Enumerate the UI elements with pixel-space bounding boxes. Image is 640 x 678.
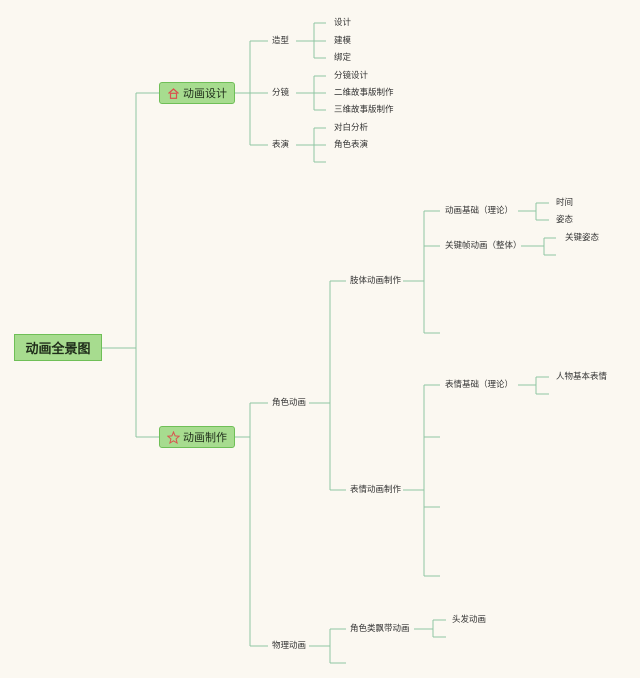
leaf-2d-storyboard[interactable]: 二维故事版制作 (334, 88, 394, 98)
leaf-basic-expressions[interactable]: 人物基本表情 (556, 372, 608, 382)
animation-design-label: 动画设计 (183, 87, 227, 100)
leaf-hair-animation[interactable]: 头发动画 (452, 615, 487, 625)
leaf-dialogue-analysis[interactable]: 对白分析 (334, 123, 369, 133)
leaf-storyboard-design[interactable]: 分镜设计 (334, 71, 369, 81)
node-modeling[interactable]: 造型 (272, 36, 290, 46)
star-icon (167, 430, 180, 444)
leaf-pose[interactable]: 姿态 (556, 215, 574, 225)
node-animation-design[interactable]: 动画设计 (159, 82, 235, 104)
leaf-3d-storyboard[interactable]: 三维故事版制作 (334, 105, 394, 115)
node-body-animation[interactable]: 肢体动画制作 (350, 276, 402, 286)
leaf-key-pose[interactable]: 关键姿态 (565, 233, 600, 243)
leaf-model-build[interactable]: 建模 (334, 36, 352, 46)
node-acting[interactable]: 表演 (272, 140, 290, 150)
node-character-animation[interactable]: 角色动画 (272, 398, 307, 408)
leaf-timing[interactable]: 时间 (556, 198, 574, 208)
node-attached-animation[interactable]: 角色类飘带动画 (350, 624, 410, 634)
node-facial-animation[interactable]: 表情动画制作 (350, 485, 402, 495)
node-body-basics[interactable]: 动画基础（理论） (445, 206, 514, 216)
animation-production-label: 动画制作 (183, 431, 227, 444)
root-node[interactable]: 动画全景图 (14, 334, 102, 361)
root-label: 动画全景图 (25, 342, 91, 357)
node-storyboard[interactable]: 分镜 (272, 88, 290, 98)
node-keyframe[interactable]: 关键帧动画（整体） (445, 241, 522, 251)
node-physics-animation[interactable]: 物理动画 (272, 641, 307, 651)
leaf-character-acting[interactable]: 角色表演 (334, 140, 369, 150)
leaf-design[interactable]: 设计 (334, 18, 352, 28)
house-icon (167, 87, 180, 100)
leaf-rigging[interactable]: 绑定 (334, 53, 352, 63)
node-facial-basics[interactable]: 表情基础（理论） (445, 380, 514, 390)
node-animation-production[interactable]: 动画制作 (159, 426, 235, 448)
